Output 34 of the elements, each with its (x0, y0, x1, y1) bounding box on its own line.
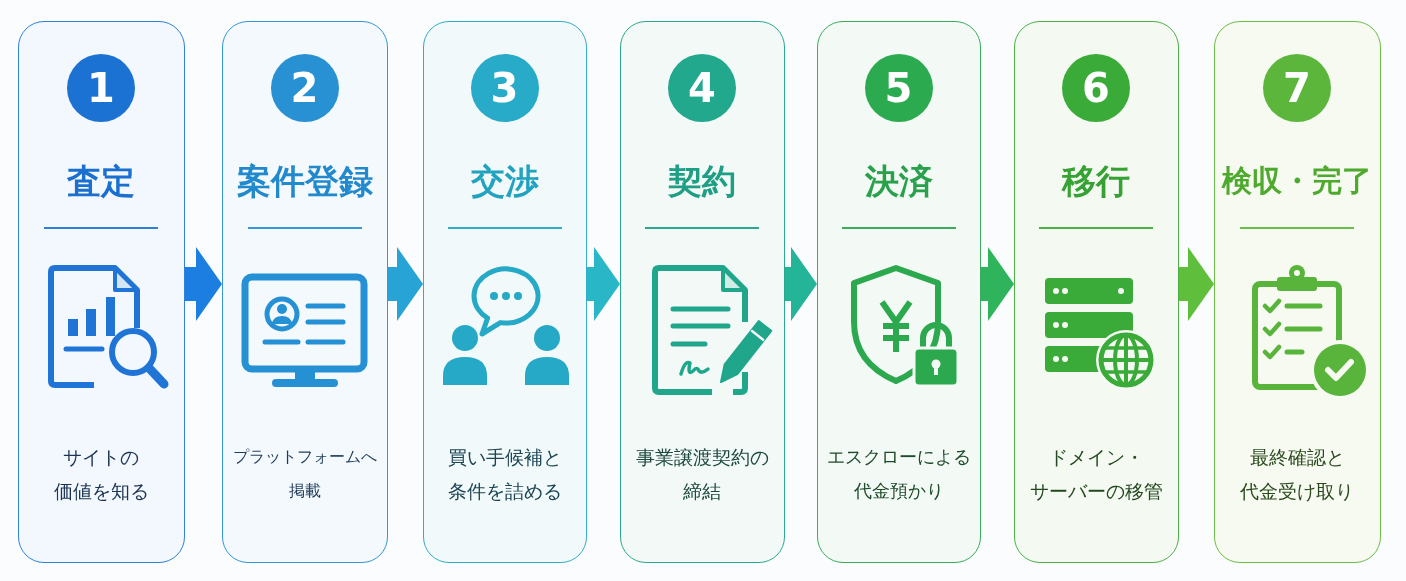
number-circle: 6 (1062, 54, 1130, 122)
step-card (817, 21, 981, 563)
step-title: 交渉 (470, 160, 539, 202)
step-description: 最終確認と代金受け取り (1240, 445, 1354, 504)
step-card (222, 21, 388, 563)
arrow (981, 247, 1014, 321)
step-card (1214, 21, 1381, 563)
arrow (587, 247, 620, 321)
step-title: 契約 (668, 160, 736, 202)
step-description: 事業譲渡契約の締結 (635, 445, 769, 504)
step-description: エスクローによる代金預かり (826, 445, 971, 503)
step-description: サイトの価値を知る (53, 445, 149, 504)
number-circle: 4 (668, 54, 736, 122)
step-title: 決済 (864, 160, 933, 202)
number-circle: 2 (270, 54, 339, 122)
arrow (185, 247, 222, 321)
arrow (785, 247, 817, 321)
number-circle: 1 (67, 54, 135, 122)
step-title: 移行 (1062, 160, 1130, 202)
step-title: 検収・完了 (1222, 162, 1372, 200)
arrow (388, 247, 423, 321)
step-title: 案件登録 (236, 160, 373, 202)
step-card (620, 21, 785, 563)
step-card (423, 21, 587, 563)
step-description: プラットフォームへ掲載 (232, 446, 377, 502)
step-description: 買い手候補と条件を詰める (447, 445, 562, 504)
step-card (18, 21, 185, 563)
arrow (1179, 247, 1214, 321)
step-title: 査定 (67, 160, 135, 202)
number-circle: 7 (1263, 54, 1331, 122)
number-circle: 3 (470, 54, 539, 122)
number-circle: 5 (864, 54, 933, 122)
step-card (1014, 21, 1179, 563)
step-description: ドメイン・サーバーの移管 (1029, 445, 1163, 504)
